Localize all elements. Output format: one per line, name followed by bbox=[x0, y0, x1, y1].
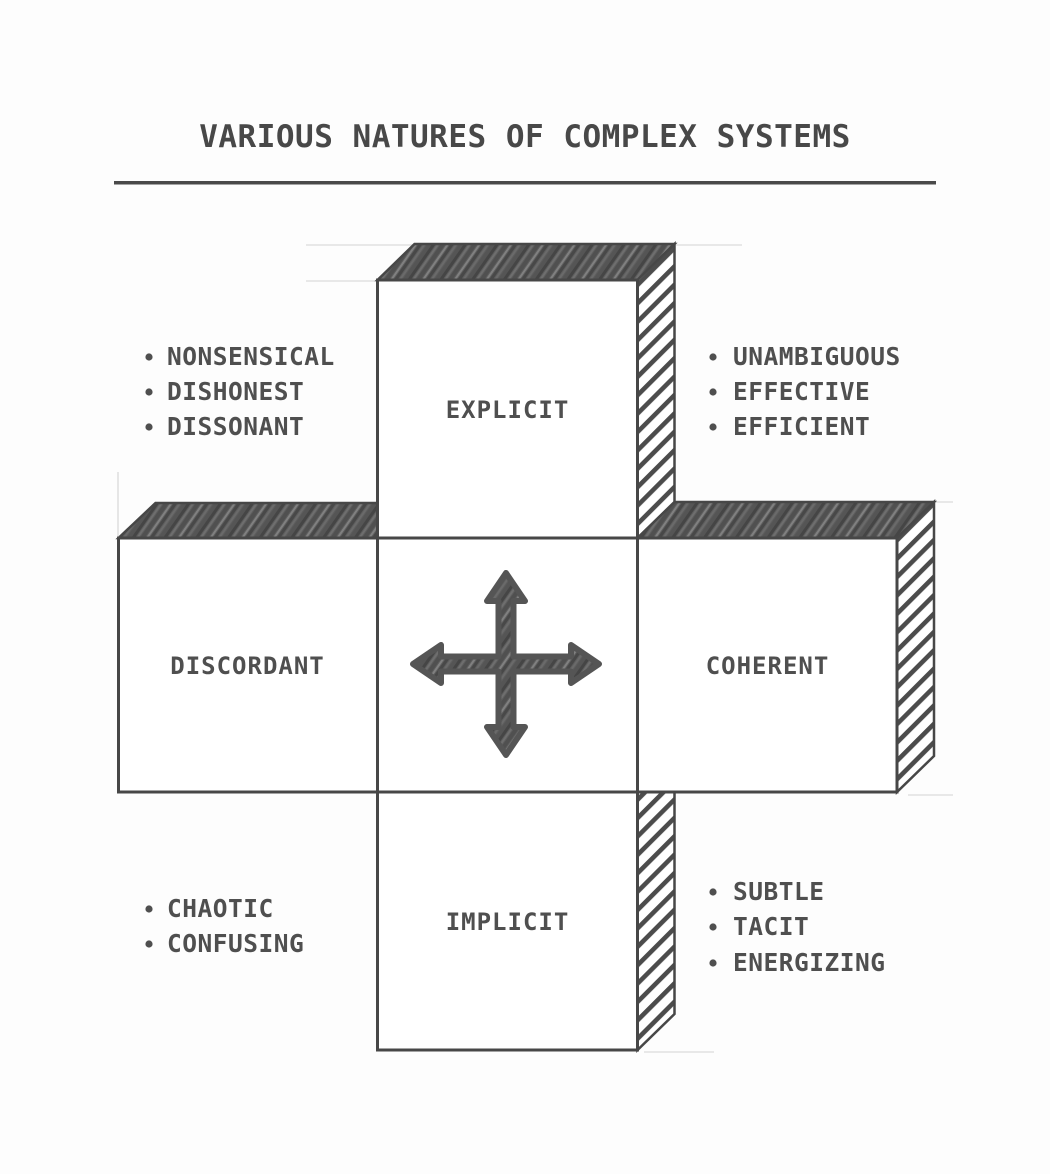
box-coherent bbox=[636, 536, 899, 794]
box-discordant-top-face bbox=[115, 501, 379, 540]
box-coherent-top-face bbox=[634, 500, 938, 540]
bullet-icon bbox=[145, 388, 153, 396]
bullet-icon bbox=[709, 423, 717, 431]
list-item: CONFUSING bbox=[167, 929, 304, 958]
page-title: VARIOUS NATURES OF COMPLEX SYSTEMS bbox=[199, 119, 851, 155]
box-implicit-label: IMPLICIT bbox=[446, 908, 570, 936]
box-explicit-label: EXPLICIT bbox=[446, 396, 570, 424]
list-item: DISHONEST bbox=[167, 377, 304, 406]
list-bottom-right: SUBTLE TACIT ENERGIZING bbox=[709, 877, 885, 977]
list-item: CHAOTIC bbox=[167, 894, 274, 923]
list-item: ENERGIZING bbox=[733, 948, 886, 977]
box-discordant bbox=[117, 536, 379, 794]
list-bottom-left: CHAOTIC CONFUSING bbox=[145, 894, 304, 958]
list-item: NONSENSICAL bbox=[167, 342, 335, 371]
box-coherent-label: COHERENT bbox=[706, 652, 830, 680]
bullet-icon bbox=[709, 388, 717, 396]
box-discordant-label: DISCORDANT bbox=[170, 652, 325, 680]
list-item: TACIT bbox=[733, 912, 809, 941]
four-way-arrow-icon bbox=[410, 570, 602, 758]
box-implicit-side-face bbox=[636, 790, 676, 1053]
title-underline bbox=[114, 181, 936, 185]
bullet-icon bbox=[709, 959, 717, 967]
bullet-icon bbox=[709, 353, 717, 361]
list-top-left: NONSENSICAL DISHONEST DISSONANT bbox=[145, 342, 334, 441]
list-item: EFFECTIVE bbox=[733, 377, 870, 406]
box-implicit bbox=[376, 790, 639, 1052]
box-explicit-side-face bbox=[636, 241, 676, 541]
list-item: SUBTLE bbox=[733, 877, 825, 906]
bullet-icon bbox=[145, 353, 153, 361]
list-item: DISSONANT bbox=[167, 412, 304, 441]
bullet-icon bbox=[145, 905, 153, 913]
list-item: EFFICIENT bbox=[733, 412, 870, 441]
list-item: UNAMBIGUOUS bbox=[733, 342, 901, 371]
list-top-right: UNAMBIGUOUS EFFECTIVE EFFICIENT bbox=[709, 342, 900, 441]
bullet-icon bbox=[709, 923, 717, 931]
faint-guide-lines bbox=[117, 244, 953, 1053]
bullet-icon bbox=[145, 423, 153, 431]
bullet-icon bbox=[709, 888, 717, 896]
box-coherent-side-face bbox=[895, 499, 936, 795]
box-explicit-top-face bbox=[374, 242, 678, 282]
bullet-icon bbox=[145, 940, 153, 948]
